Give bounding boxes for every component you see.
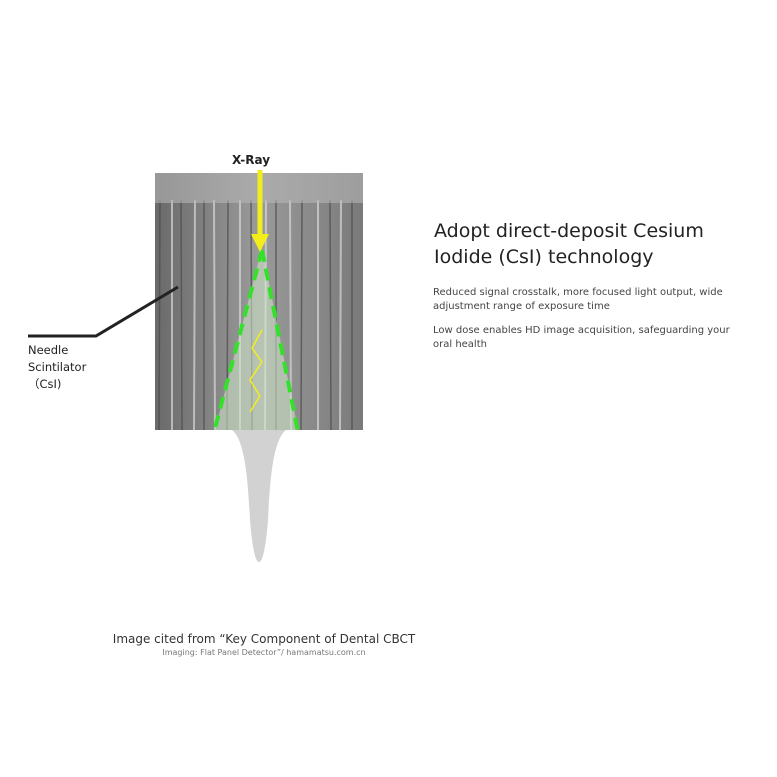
light-path-arrow: [249, 329, 263, 413]
cone-left-edge: [212, 249, 264, 433]
needle-column: [180, 199, 183, 431]
needle-column: [300, 199, 303, 431]
xray-arrow-head-icon: [251, 234, 269, 252]
feature-title: Adopt direct-deposit Cesium Iodide (CsI)…: [434, 220, 704, 268]
caption-line: Image cited from “Key Component of Denta…: [112, 632, 416, 646]
needle-column: [339, 199, 342, 431]
label-line: （CsI): [28, 377, 62, 391]
feature-description: Low dose enables HD image acquisition, s…: [433, 325, 730, 350]
feature-description: Reduced signal crosstalk, more focused l…: [433, 287, 723, 312]
needle-scintillator-label: Needle Scintilator （CsI): [28, 342, 86, 393]
caption-source: Imaging: Flat Panel Detector”/ hamamatsu…: [162, 648, 366, 657]
light-spread-curve: [232, 430, 286, 562]
label-line: Needle: [28, 343, 69, 357]
cone-right-edge: [260, 249, 300, 433]
needle-column: [213, 199, 216, 431]
needle-column: [158, 199, 161, 431]
needle-column: [193, 199, 196, 431]
needle-column: [329, 199, 332, 431]
xray-label: X-Ray: [232, 153, 271, 167]
pointer-line: [28, 285, 179, 338]
label-line: Scintilator: [28, 360, 87, 374]
